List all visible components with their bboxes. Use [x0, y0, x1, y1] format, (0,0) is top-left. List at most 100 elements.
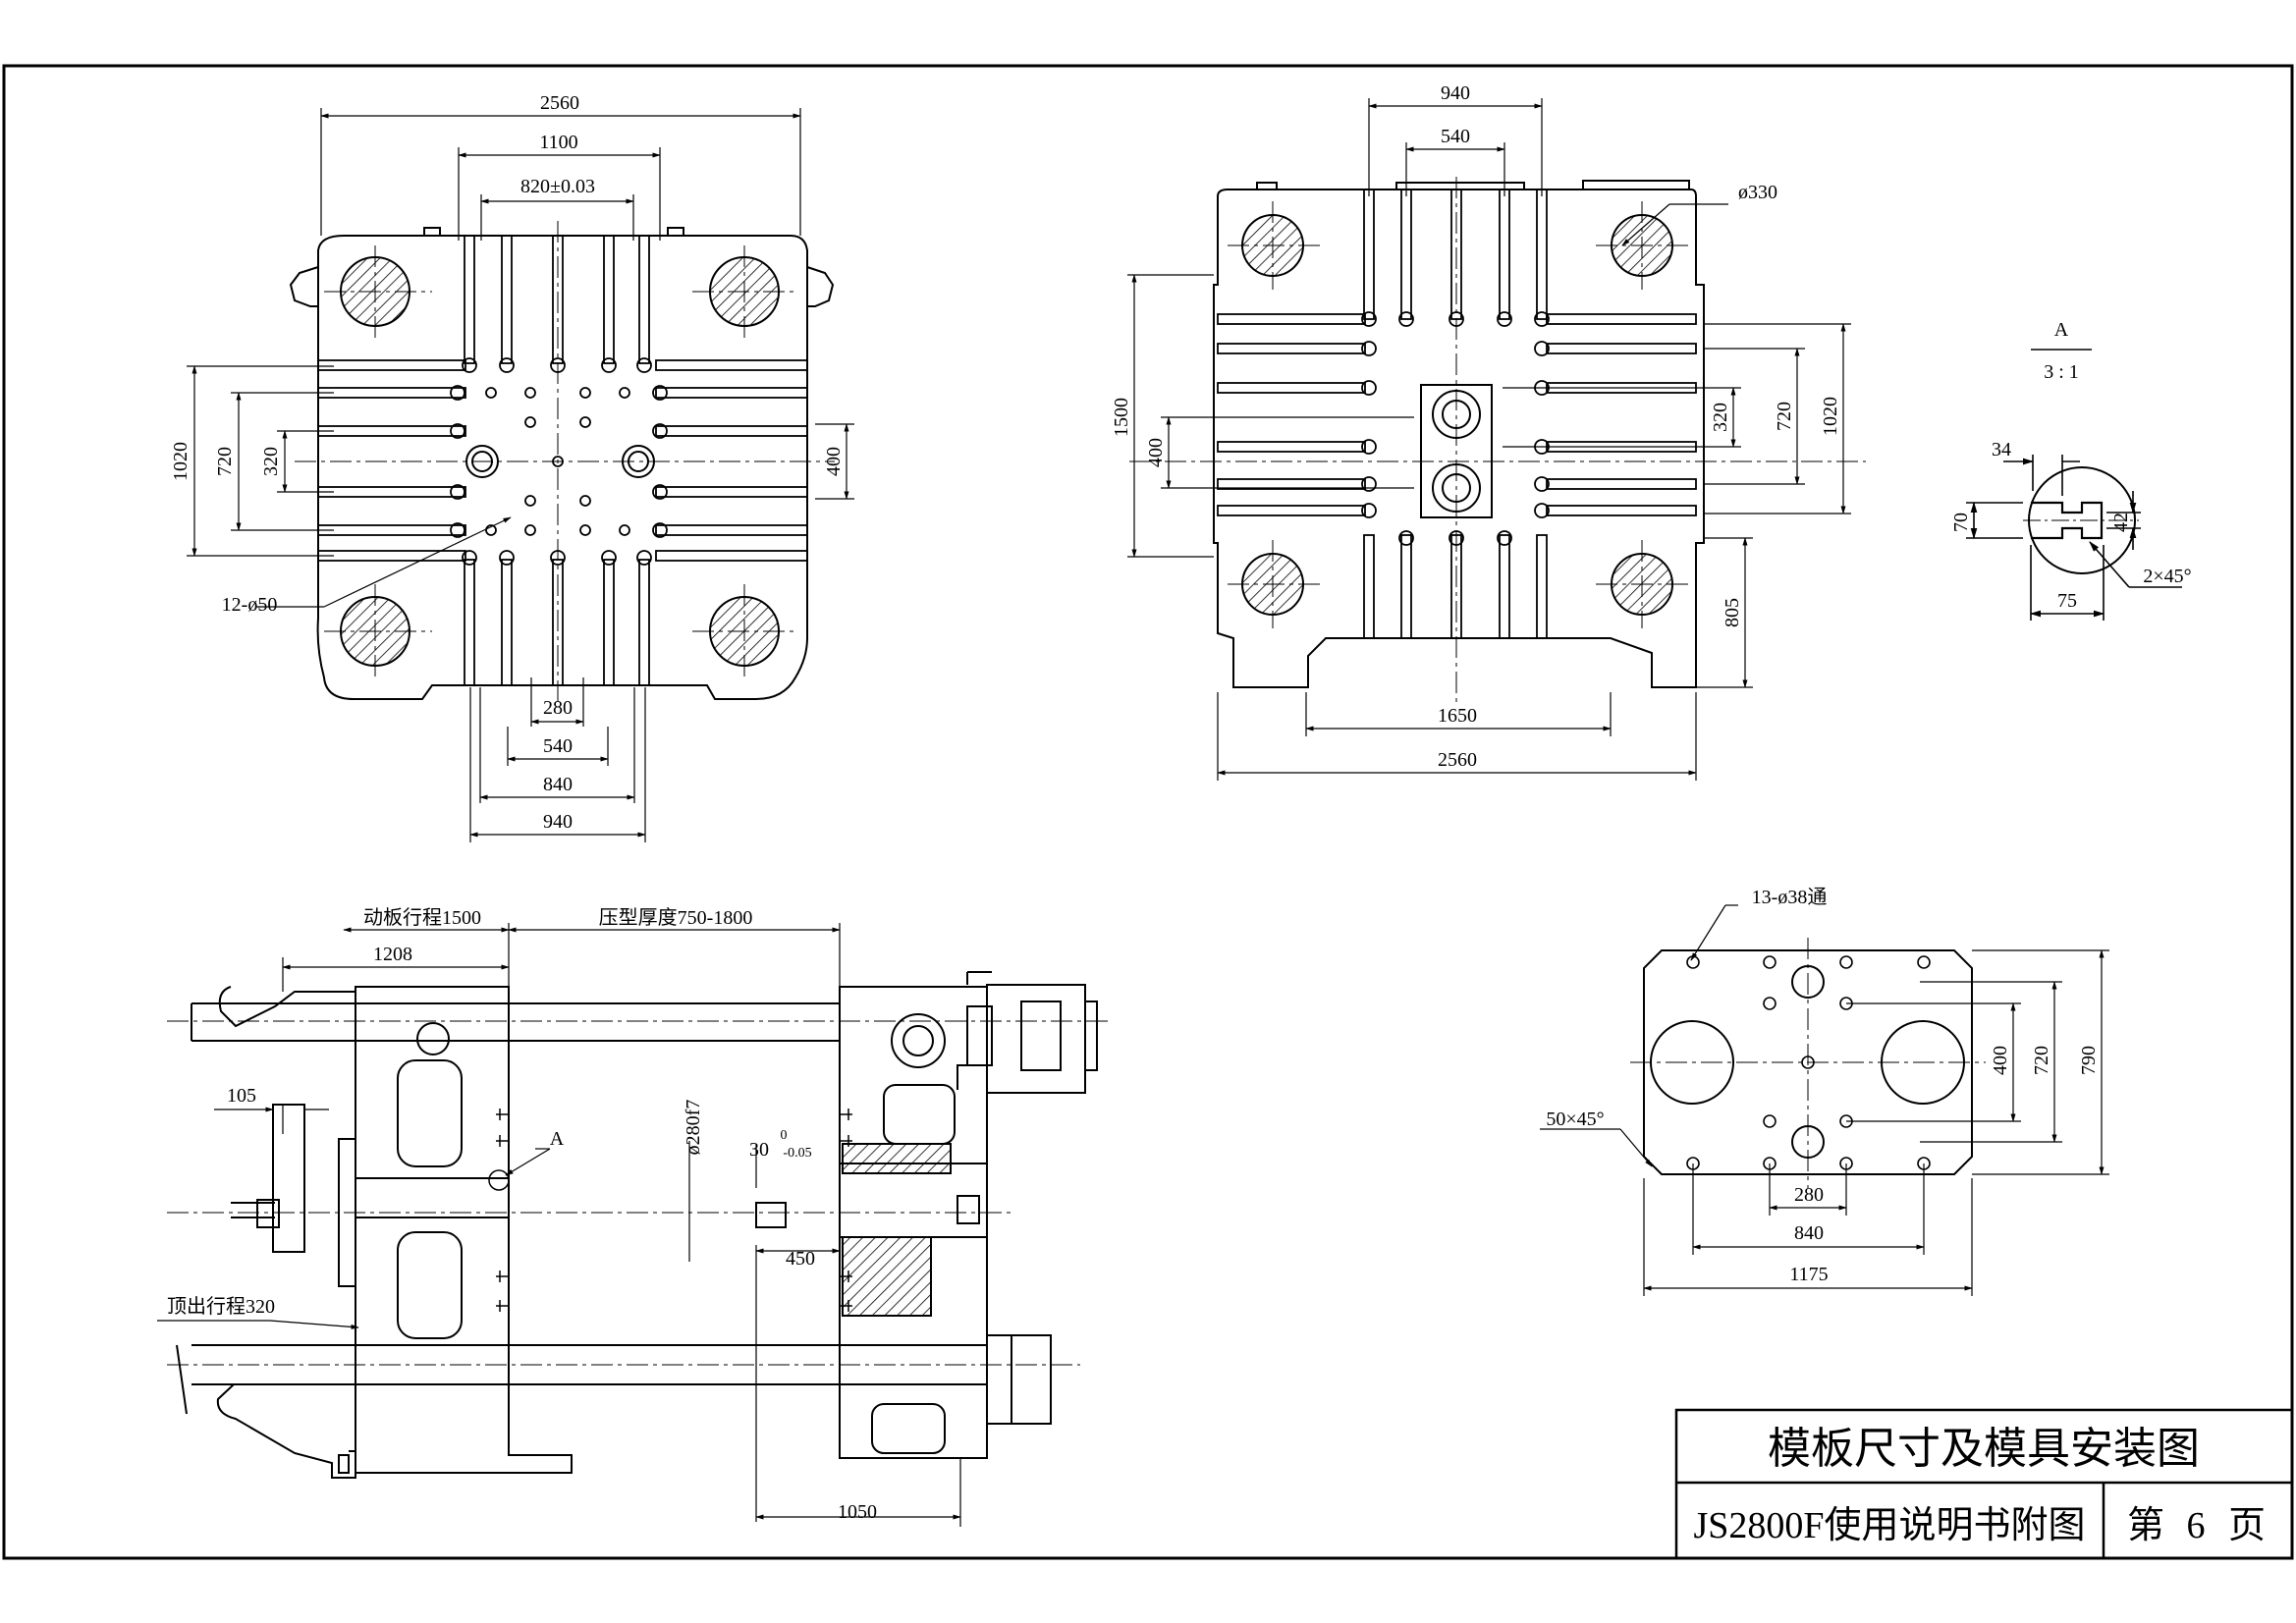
bolt-hole	[601, 550, 617, 566]
bolt-hole	[652, 423, 668, 439]
t-slot	[655, 486, 808, 498]
side-view-centerlines	[167, 1020, 1110, 1366]
dim-ejector-320: 顶出行程320	[167, 1295, 275, 1318]
bolt-hole	[1534, 503, 1550, 518]
dim-1175-ep: 1175	[1789, 1264, 1828, 1285]
dim-940-top: 940	[1441, 82, 1470, 104]
bolt-hole	[652, 385, 668, 401]
bolt-hole	[1361, 380, 1377, 396]
title-block	[1674, 1408, 2294, 1560]
t-slot	[655, 359, 808, 371]
t-slot	[317, 550, 466, 562]
bolt-hole	[450, 522, 465, 538]
t-slot	[501, 235, 513, 364]
dim-tol-upper: 0	[781, 1128, 788, 1143]
dim-shaft-280f7: ø280f7	[683, 1100, 704, 1156]
t-slot	[655, 524, 808, 536]
t-slot	[317, 524, 466, 536]
t-slot	[317, 387, 466, 399]
page-suffix: 页	[2228, 1505, 2266, 1546]
moving-platen-holes	[450, 357, 668, 566]
small-hole	[579, 524, 591, 536]
dim-400-ep: 400	[1990, 1046, 2011, 1075]
fixed-platen-tie-bars	[1241, 214, 1673, 616]
dim-1100: 1100	[539, 132, 577, 153]
detail-a	[1966, 349, 2182, 621]
platen-bolt	[840, 1271, 852, 1282]
ejector-hole	[1763, 1114, 1777, 1128]
side-view-bolts	[488, 1109, 852, 1312]
moving-platen-dimensions	[187, 108, 854, 842]
dim-840: 840	[543, 774, 573, 795]
small-hole	[524, 387, 536, 399]
detail-a-ref: A	[550, 1128, 565, 1150]
small-hole	[579, 387, 591, 399]
dim-320: 320	[260, 447, 282, 476]
bolt-hole	[1361, 311, 1377, 327]
t-slot	[1536, 534, 1548, 639]
t-slot	[655, 425, 808, 437]
dim-720-ep: 720	[2031, 1046, 2052, 1075]
fixed-platen-dim-text: 940 540 ø330 1500 400 320 720 1020 805 1…	[1111, 82, 1841, 771]
bolt-hole	[450, 484, 465, 500]
t-slot	[1217, 313, 1366, 325]
t-slot	[1536, 189, 1548, 320]
platen-bolt	[840, 1300, 852, 1312]
dim-stroke-1500: 动板行程1500	[363, 906, 481, 929]
side-view-dimensions	[157, 923, 961, 1527]
dim-1020: 1020	[170, 442, 191, 481]
bolt-hole	[1361, 439, 1377, 455]
dim-1500: 1500	[1111, 398, 1132, 437]
dim-1020-right: 1020	[1820, 397, 1841, 436]
dim-280: 280	[543, 697, 573, 719]
dim-12-holes: 12-ø50	[222, 594, 278, 616]
t-slot	[655, 550, 808, 562]
bolt-hole	[499, 357, 515, 373]
small-hole	[619, 387, 630, 399]
ejector-plate-centerlines	[1630, 938, 1986, 1188]
t-slot	[1363, 189, 1375, 320]
page-number: 6	[2187, 1505, 2206, 1546]
detail-a-label: A	[2054, 319, 2069, 341]
side-view-dim-text: 动板行程1500 压型厚度750-1800 1208 105 A ø280f7 …	[167, 906, 877, 1523]
side-view	[176, 971, 1098, 1479]
bolt-hole	[652, 484, 668, 500]
bolt-hole	[636, 357, 652, 373]
dim-720: 720	[214, 447, 236, 476]
detail-a-text: A 3 : 1 34 70 42 2×45° 75	[1950, 319, 2192, 612]
dim-805: 805	[1722, 598, 1743, 627]
bolt-hole	[1497, 530, 1512, 546]
platen-bolt	[840, 1109, 852, 1120]
detail-a-scale: 3 : 1	[2044, 361, 2079, 383]
t-slot	[1546, 505, 1697, 516]
t-slot	[1400, 534, 1412, 639]
ejector-hole	[1839, 955, 1853, 969]
dim-790-ep: 790	[2078, 1046, 2100, 1075]
t-slot	[1546, 313, 1697, 325]
dim-chamfer-50: 50×45°	[1546, 1109, 1604, 1130]
t-slot	[317, 359, 466, 371]
bolt-hole	[1361, 503, 1377, 518]
dim-1208: 1208	[373, 944, 412, 965]
bolt-hole	[652, 522, 668, 538]
page-prefix: 第	[2127, 1505, 2164, 1546]
t-slot	[655, 387, 808, 399]
t-slot	[1217, 441, 1366, 453]
t-slot	[464, 559, 475, 686]
t-slot	[603, 559, 615, 686]
detail-dim-70: 70	[1950, 513, 1972, 532]
platen-outline	[316, 235, 808, 700]
dim-400-right: 400	[823, 447, 845, 476]
dim-2560: 2560	[540, 92, 579, 114]
small-hole	[485, 387, 497, 399]
dim-280-ep: 280	[1794, 1184, 1824, 1206]
bolt-hole	[1534, 476, 1550, 492]
small-hole	[524, 524, 536, 536]
drawing-subtitle: JS2800F使用说明书附图	[1693, 1505, 2085, 1546]
dim-2560-bottom: 2560	[1438, 749, 1477, 771]
dim-540-top: 540	[1441, 126, 1470, 147]
bolt-hole	[450, 423, 465, 439]
fixed-platen-centerlines	[1129, 177, 1866, 707]
t-slot	[317, 425, 466, 437]
